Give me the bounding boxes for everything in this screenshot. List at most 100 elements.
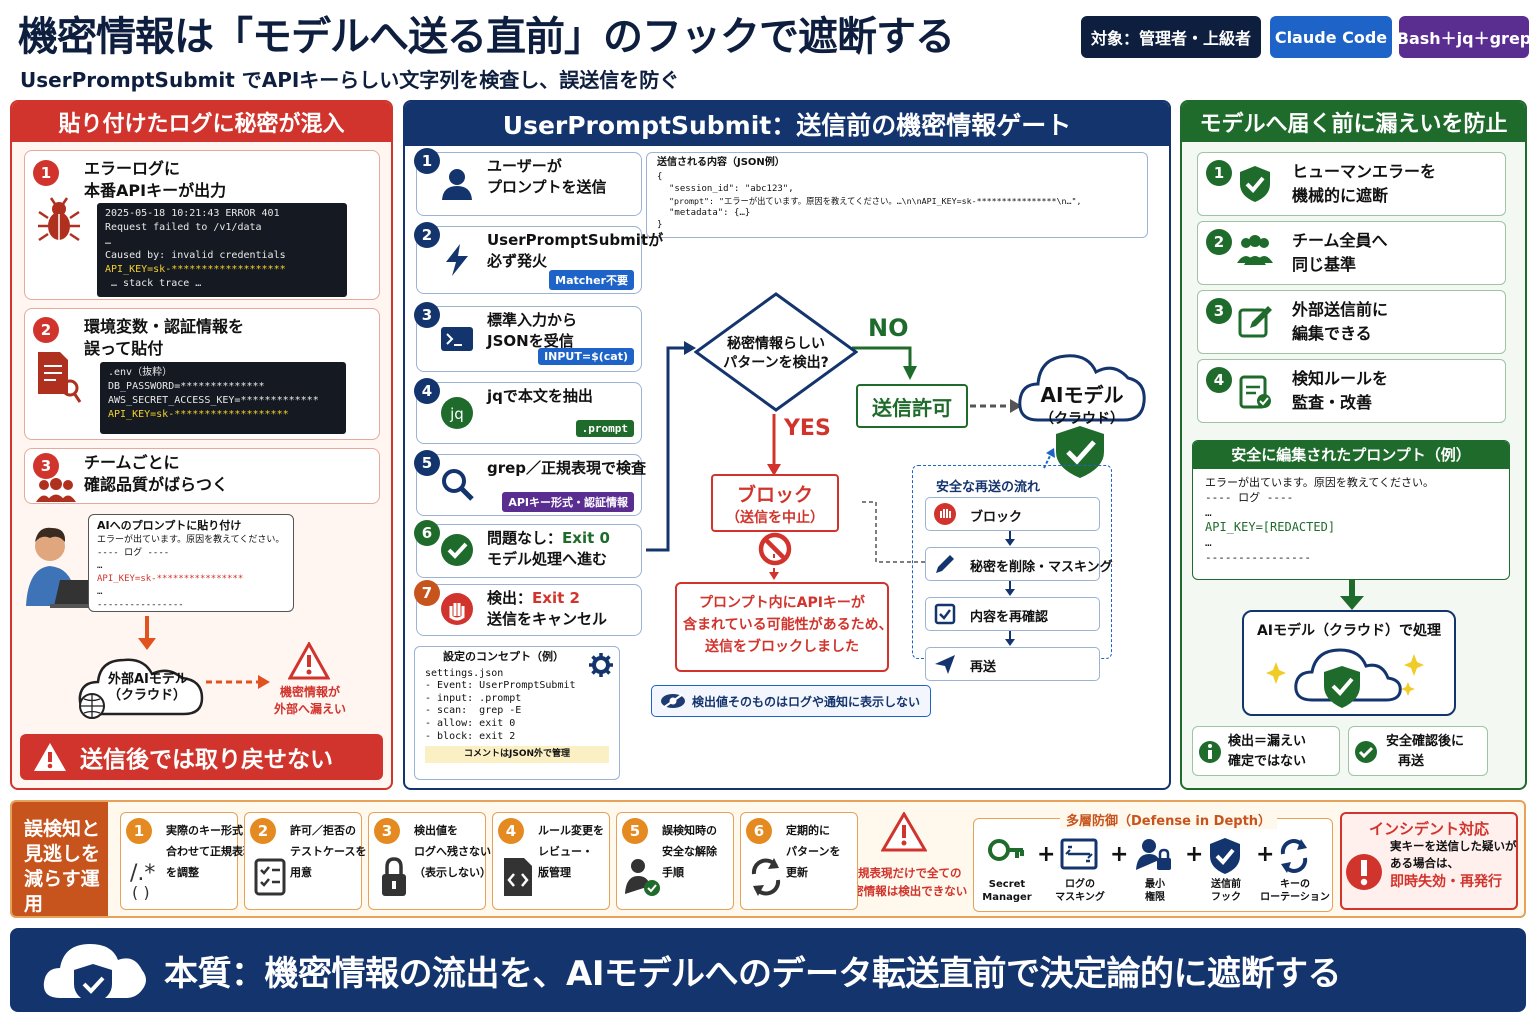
warning-icon <box>288 642 330 680</box>
problem-2-line2: 誤って貼付 <box>84 339 164 358</box>
operation-line: 更新 <box>786 866 808 879</box>
operation-number: 5 <box>622 818 648 844</box>
bubble-title: AIへのプロンプトに貼り付け <box>97 519 242 532</box>
privacy-note: 検出値そのものはログや通知に表示しない <box>651 685 931 717</box>
concept-line: settings.json <box>425 667 504 679</box>
cloud-processing-label: AIモデル（クラウド）で処理 <box>1256 623 1442 639</box>
concept-title: 設定のコンセプト（例） <box>443 650 564 663</box>
term-line: AWS_SECRET_ACCESS_KEY=************* <box>108 395 319 406</box>
resend-step-4 <box>925 647 1100 681</box>
concept-lines: settings.json- Event: UserPromptSubmit - … <box>425 668 609 744</box>
decision-label: 秘密情報らしいパターンを検出? <box>700 335 852 373</box>
regex-icon: /.*( ) <box>126 854 166 904</box>
incident-text: 実キーを送信した疑いがある場合は、即時失効・再発行 <box>1390 838 1517 892</box>
json-line: "session_id": "abc123", <box>669 184 794 194</box>
operation-line: ルール変更を <box>538 824 604 837</box>
document-key-icon <box>38 352 82 403</box>
dashed-arrow-icon <box>206 675 270 689</box>
down-arrow-icon <box>1004 581 1016 601</box>
hidden-eye-icon <box>661 693 685 709</box>
down-arrow-icon <box>1004 631 1016 651</box>
cloud-line: 外部AIモデル <box>108 672 188 687</box>
operation-line: テストケースを <box>290 845 367 858</box>
alert-icon <box>1346 854 1382 890</box>
benefit-number: 2 <box>1206 229 1232 255</box>
footer-statement: 本質：機密情報の流出を、AIモデルへのデータ転送直前で決定論的に遮断する <box>164 953 1341 994</box>
footer-banner: 本質：機密情報の流出を、AIモデルへのデータ転送直前で決定論的に遮断する <box>10 928 1526 1012</box>
left-panel-title: 貼り付けたログに秘密が混入 <box>12 102 391 142</box>
step-label: 必ず発火 <box>487 252 548 270</box>
ai-model-line: （クラウド） <box>1040 411 1124 427</box>
decision-line: 秘密情報らしい <box>727 336 825 352</box>
benefit-line: 編集できる <box>1292 324 1372 343</box>
decision-line: パターンを検出? <box>723 355 829 371</box>
least-privilege-icon <box>1135 836 1175 880</box>
audience-tag: 対象：管理者・上級者 <box>1081 16 1261 58</box>
json-title: 送信される内容（JSON例） <box>657 157 785 168</box>
defense-title: 多層防御（Defense in Depth） <box>1060 810 1278 829</box>
resend-step-label: 内容を再確認 <box>970 610 1049 625</box>
lightning-icon <box>440 242 474 278</box>
ai-model-line: AIモデル <box>1040 383 1124 407</box>
operation-number: 6 <box>746 818 772 844</box>
privacy-note-text: 検出値そのものはログや通知に表示しない <box>692 694 921 709</box>
detection-decision-diamond <box>694 292 858 412</box>
user-check-icon <box>622 854 662 904</box>
caution-line: 正規表現だけで全ての <box>846 866 962 880</box>
safe-prompt-line: エラーが出ています。原因を教えてください。 <box>1205 476 1435 489</box>
operation-line: 安全な解除 <box>662 845 717 858</box>
page-title: 機密情報は「モデルへ送る直前」のフックで遮断する <box>18 14 955 60</box>
clipboard-check-icon <box>1236 371 1276 415</box>
down-arrow-icon <box>1004 531 1016 551</box>
resend-step-label: 再送 <box>970 660 997 675</box>
gear-icon <box>589 653 613 677</box>
step-label: ユーザーが <box>487 157 562 175</box>
flow-connectors <box>646 341 1022 580</box>
defense-label: キーのローテーション <box>1260 879 1330 903</box>
rotation-icon <box>1275 836 1315 880</box>
yes-label: YES <box>784 416 831 441</box>
problem-card-3 <box>24 448 380 504</box>
operation-line: 定期的に <box>786 824 830 837</box>
concept-line: - Event: UserPromptSubmit <box>425 680 576 692</box>
json-line: "prompt": "エラーが出ています。原因を教えてください。…\n\nAPI… <box>669 196 1082 206</box>
term-line: 2025-05-18 10:21:43 ERROR 401 <box>105 208 280 219</box>
operation-line: 合わせて正規表現 <box>166 845 254 858</box>
concept-footer: コメントはJSON外で管理 <box>425 746 609 763</box>
cloud-line: （クラウド） <box>108 688 187 703</box>
note-line: 検出＝漏えい <box>1228 734 1307 749</box>
incident-line: 実キーを送信した疑いが <box>1390 839 1517 853</box>
operation-number: 2 <box>250 818 276 844</box>
term-line: Caused by: invalid credentials <box>105 250 286 261</box>
operation-number: 4 <box>498 818 524 844</box>
problem-3-line2: 確認品質がばらつく <box>84 475 229 494</box>
block-message-line: 含まれている可能性があるため、 <box>683 617 893 633</box>
operation-line: 版管理 <box>538 866 571 879</box>
warning-icon <box>34 743 66 771</box>
middle-panel-title: UserPromptSubmit：送信前の機密情報ゲート <box>405 102 1169 146</box>
defense-in-depth-box <box>973 818 1333 912</box>
concept-line: - block: exit 2 <box>425 730 516 742</box>
operations-label: 誤検知と見逃しを減らす運用 <box>12 802 108 916</box>
plus-icon: + <box>1037 842 1056 867</box>
block-message-box: プロンプト内にAPIキーが含まれている可能性があるため、送信をブロックしました <box>675 582 893 672</box>
json-line: } <box>657 220 663 230</box>
leak-label: 機密情報が外部へ漏えい <box>262 684 358 718</box>
operation-line: （表示しない） <box>414 866 491 879</box>
regex-caution: 正規表現だけで全ての秘密情報は検出できない <box>840 811 968 910</box>
problem-number-1: 1 <box>33 160 59 186</box>
step-number: 6 <box>414 520 440 546</box>
benefit-line: ヒューマンエラーを <box>1292 162 1437 181</box>
operation-line: 実際のキー形式に <box>166 824 254 837</box>
concept-line: - scan: grep -E <box>425 705 522 717</box>
benefit-line: チーム全員へ <box>1292 231 1388 250</box>
stop-hand-icon <box>440 592 474 628</box>
problem-1-line2: 本番APIキーが出力 <box>84 181 227 200</box>
bubble-line: ---------------- <box>97 600 184 610</box>
json-example-box: 送信される内容（JSON例） { "session_id": "abc123",… <box>646 152 1148 238</box>
refresh-icon <box>746 854 786 904</box>
search-icon <box>440 467 474 503</box>
stop-hand-icon <box>933 502 957 530</box>
